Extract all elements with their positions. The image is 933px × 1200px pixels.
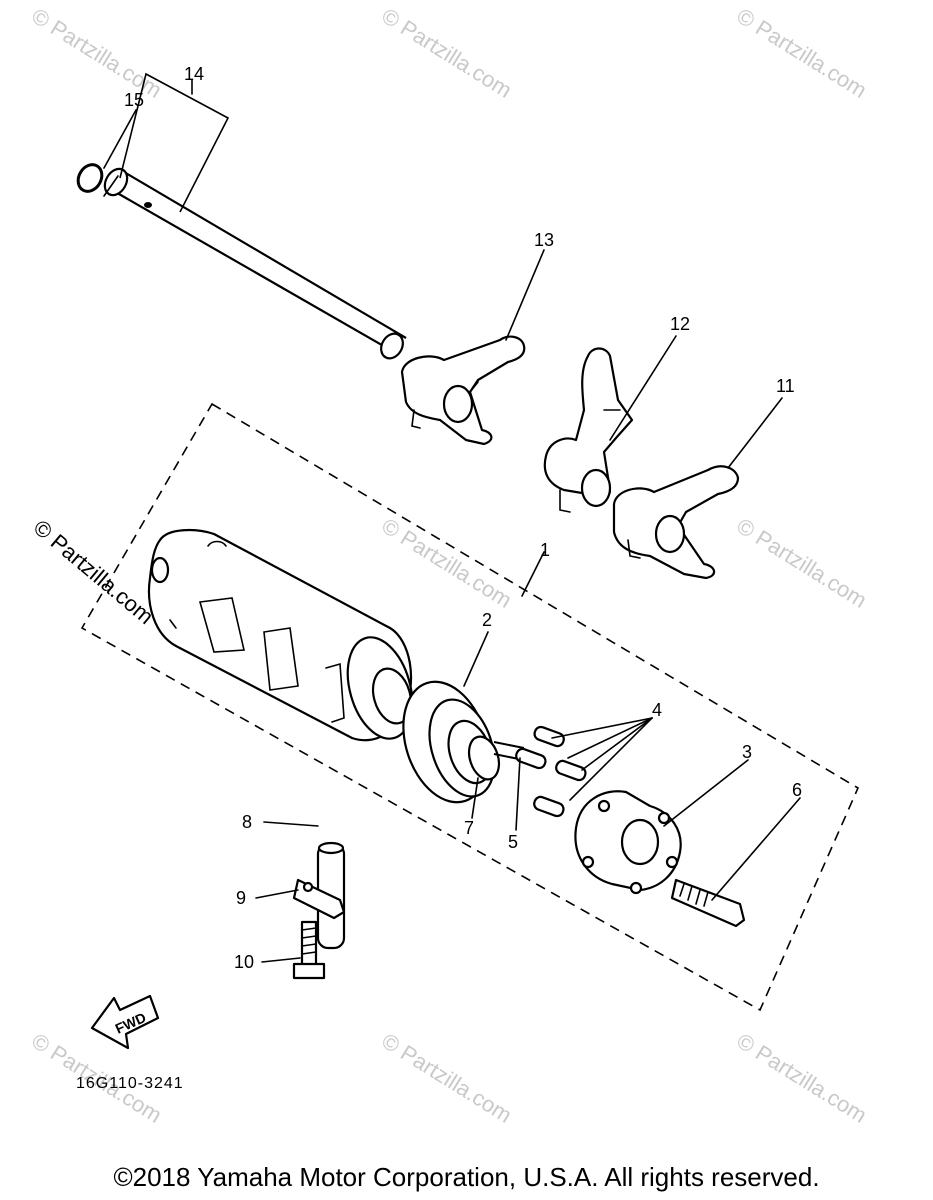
watermark: © Partzilla.com [732,1028,871,1128]
part-label-14: 14 [184,64,204,84]
screw [292,920,326,980]
part-label-3: 3 [742,742,752,762]
part-label-11: 11 [776,376,795,396]
part-label-8: 8 [242,812,252,832]
part-label-9: 9 [236,888,246,908]
circlip [76,163,104,193]
part-label-7: 7 [464,818,474,838]
part-label-6: 6 [792,780,802,800]
watermark: © Partzilla.com [377,1028,516,1128]
fwd-arrow-icon: FWD [90,994,160,1050]
label-bracket-14 [119,72,230,213]
side-watermark: © Partzilla.com [29,515,159,629]
watermark: © Partzilla.com [27,3,166,103]
leader-lines [103,109,801,963]
watermark: © Partzilla.com [732,513,871,613]
shift-shaft [103,167,407,360]
segment [574,790,682,895]
assembly-boundary [80,402,860,1012]
part-label-2: 2 [482,610,492,630]
shift-drum [147,528,414,742]
shift-fork-11 [612,465,740,580]
part-label-10: 10 [234,952,254,972]
part-label-5: 5 [508,832,518,852]
part-labels: 1 2 3 4 5 6 7 8 9 10 11 12 13 14 15 [124,64,802,972]
plate [292,878,346,920]
copyright-notice: ©2018 Yamaha Motor Corporation, U.S.A. A… [113,1162,820,1192]
watermark: © Partzilla.com [732,3,871,103]
part-label-4: 4 [652,700,662,720]
part-label-13: 13 [534,230,554,250]
shift-fork-12 [543,347,634,513]
watermark: © Partzilla.com [377,3,516,103]
pins [515,725,587,818]
watermark: © Partzilla.com [377,513,516,613]
part-label-15: 15 [124,90,144,110]
shift-fork-13 [400,335,526,446]
bolt-6 [670,878,746,928]
figure-code: 16G110-3241 [76,1075,184,1092]
part-label-12: 12 [670,314,690,334]
part-label-1: 1 [540,540,550,560]
